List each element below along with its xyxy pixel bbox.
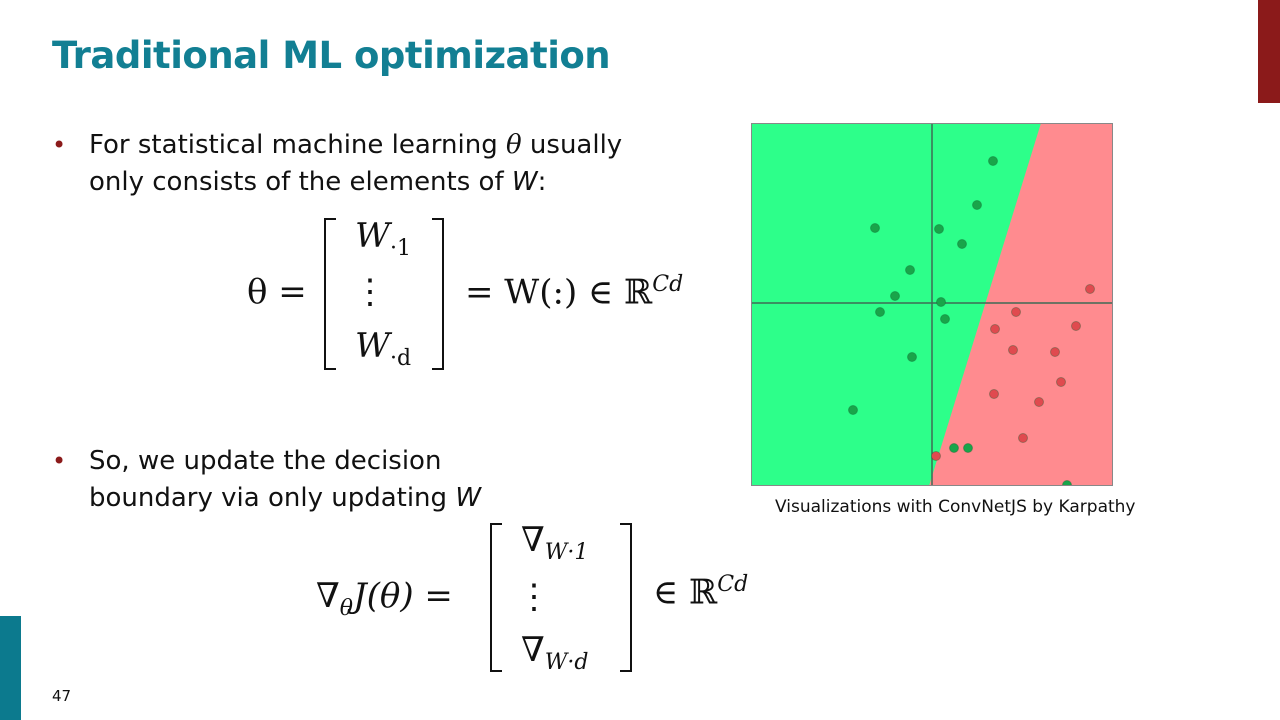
- eq1-row-3: W·d: [355, 326, 411, 371]
- accent-bar-left: [0, 616, 21, 720]
- eq1-rhs-sup: Cd: [652, 272, 684, 297]
- red-data-point: [931, 451, 941, 461]
- eq2-rhs-sup: Cd: [717, 572, 749, 597]
- red-data-point: [1071, 321, 1081, 331]
- red-data-point: [1056, 377, 1066, 387]
- bullet-text: boundary via only updating: [89, 483, 456, 513]
- bullet-text: usually: [521, 130, 623, 160]
- bullet-2-line-2: boundary via only updating W: [89, 480, 481, 517]
- eq1-rhs-text: = W(:) ∈ ℝ: [465, 272, 653, 313]
- w-symbol: W: [511, 167, 538, 197]
- eq1-row-2: ⋮: [353, 272, 387, 312]
- bullet-dot: •: [52, 447, 67, 475]
- page-number: 47: [52, 687, 72, 705]
- eq1-vdots: ⋮: [353, 272, 387, 312]
- green-data-point: [936, 297, 946, 307]
- red-data-point: [990, 324, 1000, 334]
- accent-bar-right: [1258, 0, 1280, 103]
- eq2-row-3-sub: W·d: [544, 649, 589, 675]
- eq1-row-3-main: W: [355, 326, 390, 366]
- green-data-point: [972, 200, 982, 210]
- red-data-point: [1018, 433, 1028, 443]
- green-data-point: [963, 443, 973, 453]
- eq1-right-bracket: [432, 218, 444, 370]
- green-data-point: [890, 291, 900, 301]
- eq2-row-2: ⋮: [517, 577, 551, 617]
- eq1-lhs: θ =: [247, 272, 307, 312]
- bullet-dot: •: [52, 131, 67, 159]
- green-data-point: [940, 314, 950, 324]
- green-data-point: [949, 443, 959, 453]
- eq2-row-3: ∇W·d: [521, 630, 588, 675]
- red-data-point: [989, 389, 999, 399]
- eq1-row-1-sub: ·1: [389, 235, 411, 261]
- bullet-text: only consists of the elements of: [89, 167, 512, 197]
- green-data-point: [907, 352, 917, 362]
- bullet-2-line-1: So, we update the decision: [89, 446, 442, 476]
- bullet-text: :: [537, 167, 547, 197]
- red-region: [929, 123, 1113, 486]
- red-data-point: [1085, 284, 1095, 294]
- bullet-1-line-2: only consists of the elements of W:: [89, 164, 546, 201]
- eq2-rhs-text: ∈ ℝ: [653, 572, 718, 613]
- data-points: [848, 156, 1095, 486]
- theta-symbol: θ: [506, 130, 522, 160]
- eq1-row-1: W·1: [355, 216, 411, 261]
- eq2-lhs-rest: J(θ) =: [353, 576, 453, 616]
- slide-title: Traditional ML optimization: [52, 34, 611, 77]
- green-data-point: [988, 156, 998, 166]
- green-data-point: [905, 265, 915, 275]
- eq2-rhs: ∈ ℝCd: [653, 572, 748, 612]
- eq1-row-3-sub: ·d: [389, 345, 412, 371]
- eq1-rhs: = W(:) ∈ ℝCd: [465, 272, 683, 312]
- eq2-row-1-sub: W·1: [544, 539, 589, 565]
- figure-border: [751, 123, 1113, 486]
- green-data-point: [870, 223, 880, 233]
- eq2-row-3-nabla: ∇: [521, 630, 545, 670]
- eq2-lhs: ∇θJ(θ) =: [316, 576, 453, 621]
- eq2-lhs-sub: θ: [339, 595, 353, 621]
- green-data-point: [957, 239, 967, 249]
- red-data-point: [1008, 345, 1018, 355]
- eq2-row-1-nabla: ∇: [521, 520, 545, 560]
- green-data-point: [848, 405, 858, 415]
- eq2-row-1: ∇W·1: [521, 520, 588, 565]
- eq2-right-bracket: [620, 523, 632, 672]
- red-data-point: [1034, 397, 1044, 407]
- green-data-point: [934, 224, 944, 234]
- red-data-point: [1011, 307, 1021, 317]
- decision-boundary-figure: [751, 123, 1113, 486]
- eq2-lhs-nabla: ∇: [316, 576, 340, 616]
- bullet-text: For statistical machine learning: [89, 130, 506, 160]
- eq2-left-bracket: [490, 523, 502, 672]
- w-symbol: W: [455, 483, 482, 513]
- eq1-left-bracket: [324, 218, 336, 370]
- figure-caption: Visualizations with ConvNetJS by Karpath…: [775, 497, 1136, 517]
- eq2-vdots: ⋮: [517, 577, 551, 617]
- green-data-point: [875, 307, 885, 317]
- red-data-point: [1050, 347, 1060, 357]
- eq1-row-1-main: W: [355, 216, 390, 256]
- bullet-1-line-1: For statistical machine learning θ usual…: [89, 127, 622, 164]
